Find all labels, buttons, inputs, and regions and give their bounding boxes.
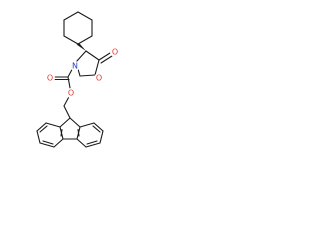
stereo-wedge-bond	[76, 43, 86, 51]
ring-oxygen-label: O	[96, 74, 102, 83]
nitrogen-label: N	[72, 62, 78, 71]
atom-label-ring-oxygen: O	[94, 73, 104, 83]
atom-label-ring-carbonyl-oxygen: O	[110, 47, 120, 57]
atom-label-carbamate-carbonyl-oxygen: O	[45, 73, 55, 83]
atom-label-carbamate-ester-oxygen: O	[66, 88, 76, 98]
carbamate-ester-oxygen-label: O	[68, 89, 74, 98]
carbamate-carbonyl-oxygen-label: O	[47, 74, 53, 83]
ring-carbonyl-oxygen-label: O	[112, 48, 118, 57]
fluorenyl-group	[36, 117, 104, 148]
oxazolidinone-ring	[75, 50, 113, 77]
cyclohexyl-ring	[63, 11, 93, 45]
atom-label-nitrogen: N	[70, 61, 80, 71]
chemical-structure-diagram: O O N O O	[36, 11, 120, 148]
